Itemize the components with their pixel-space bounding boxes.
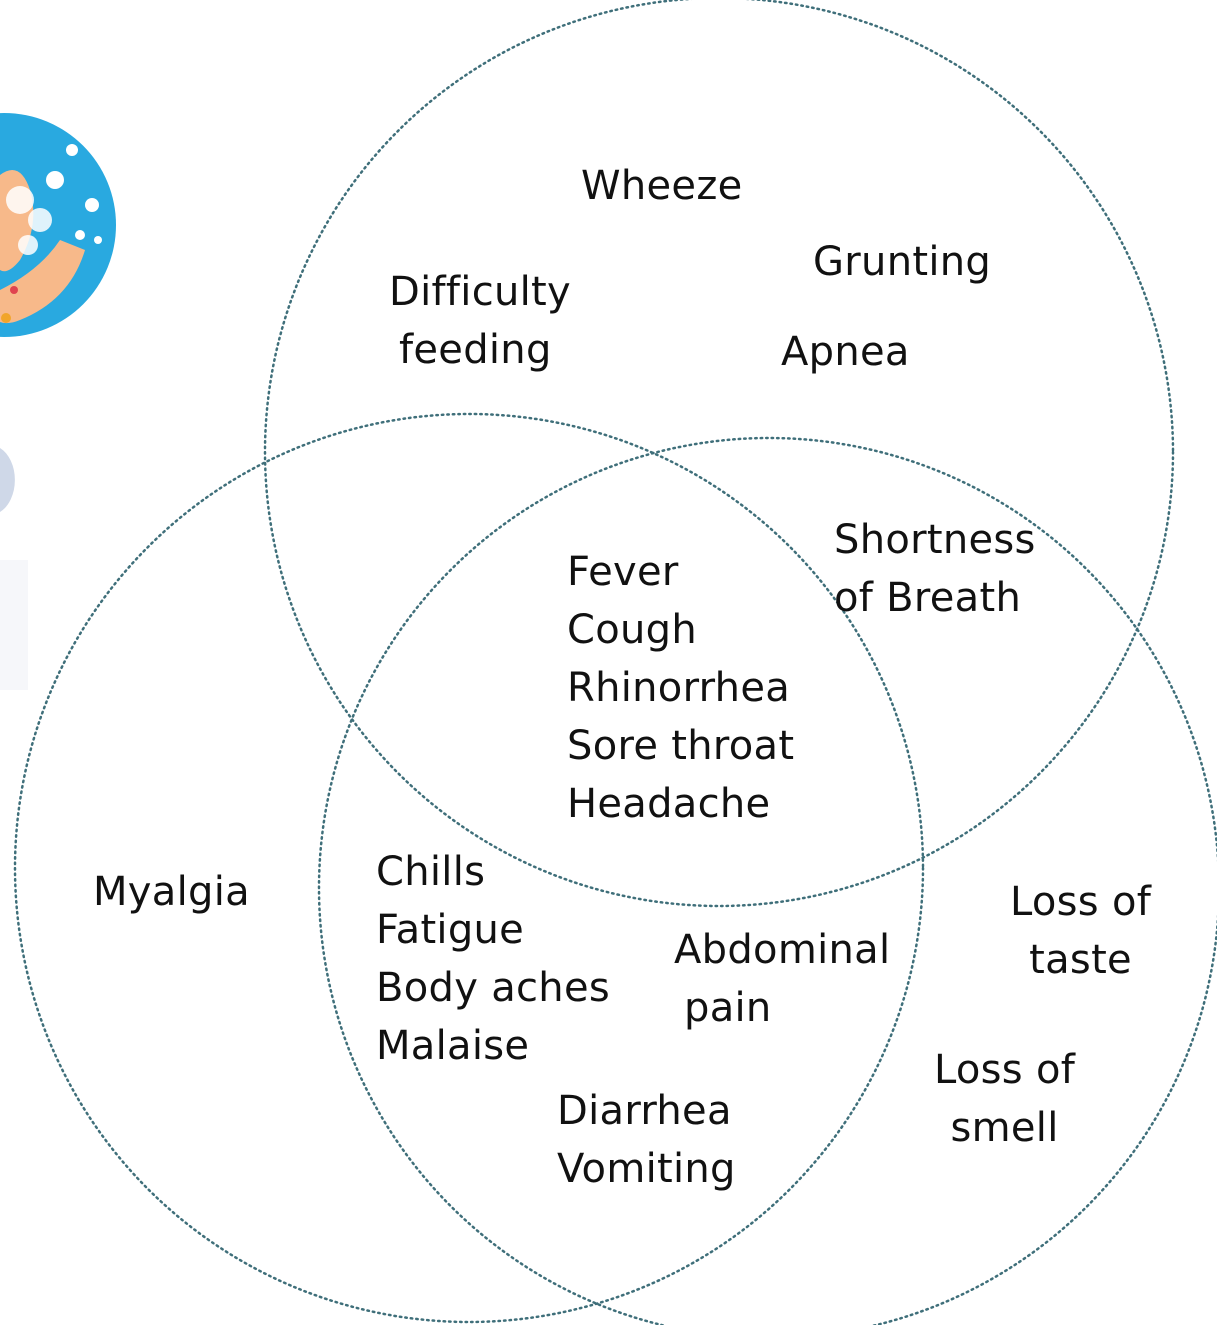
label-myalgia: Myalgia [93,863,250,921]
label-chills: Chills [376,843,610,901]
label-abdominal-pain: Abdominal pain [674,921,890,1037]
label-fever: Fever [567,543,794,601]
label-diarrhea: Diarrhea [557,1082,736,1140]
label-loss-of-taste: Loss of taste [1010,873,1151,989]
label-difficulty-line-1: Difficulty [389,263,571,321]
label-shortness-line-2: of Breath [834,569,1036,627]
label-difficulty-feeding: Difficulty feeding [389,263,571,379]
partial-circle-icon [0,448,28,690]
label-center-symptoms: Fever Cough Rhinorrhea Sore throat Heada… [567,543,794,833]
label-abdominal-line-2: pain [674,979,890,1037]
handwashing-icon [0,113,116,337]
label-taste-line-1: Loss of [1010,873,1151,931]
label-rhinorrhea: Rhinorrhea [567,659,794,717]
label-cough: Cough [567,601,794,659]
label-loss-of-smell: Loss of smell [934,1041,1075,1157]
label-wheeze: Wheeze [581,157,743,215]
label-headache: Headache [567,775,794,833]
label-taste-line-2: taste [1010,931,1151,989]
label-abdominal-line-1: Abdominal [674,921,890,979]
label-fatigue: Fatigue [376,901,610,959]
label-smell-line-2: smell [934,1099,1075,1157]
label-apnea: Apnea [781,323,910,381]
label-body-aches: Body aches [376,959,610,1017]
label-gi-symptoms: Diarrhea Vomiting [557,1082,736,1198]
label-difficulty-line-2: feeding [389,321,571,379]
label-shortness-of-breath: Shortness of Breath [834,511,1036,627]
label-malaise: Malaise [376,1017,610,1075]
label-grunting: Grunting [813,233,991,291]
label-chills-group: Chills Fatigue Body aches Malaise [376,843,610,1075]
label-sore-throat: Sore throat [567,717,794,775]
label-shortness-line-1: Shortness [834,511,1036,569]
label-smell-line-1: Loss of [934,1041,1075,1099]
label-vomiting: Vomiting [557,1140,736,1198]
